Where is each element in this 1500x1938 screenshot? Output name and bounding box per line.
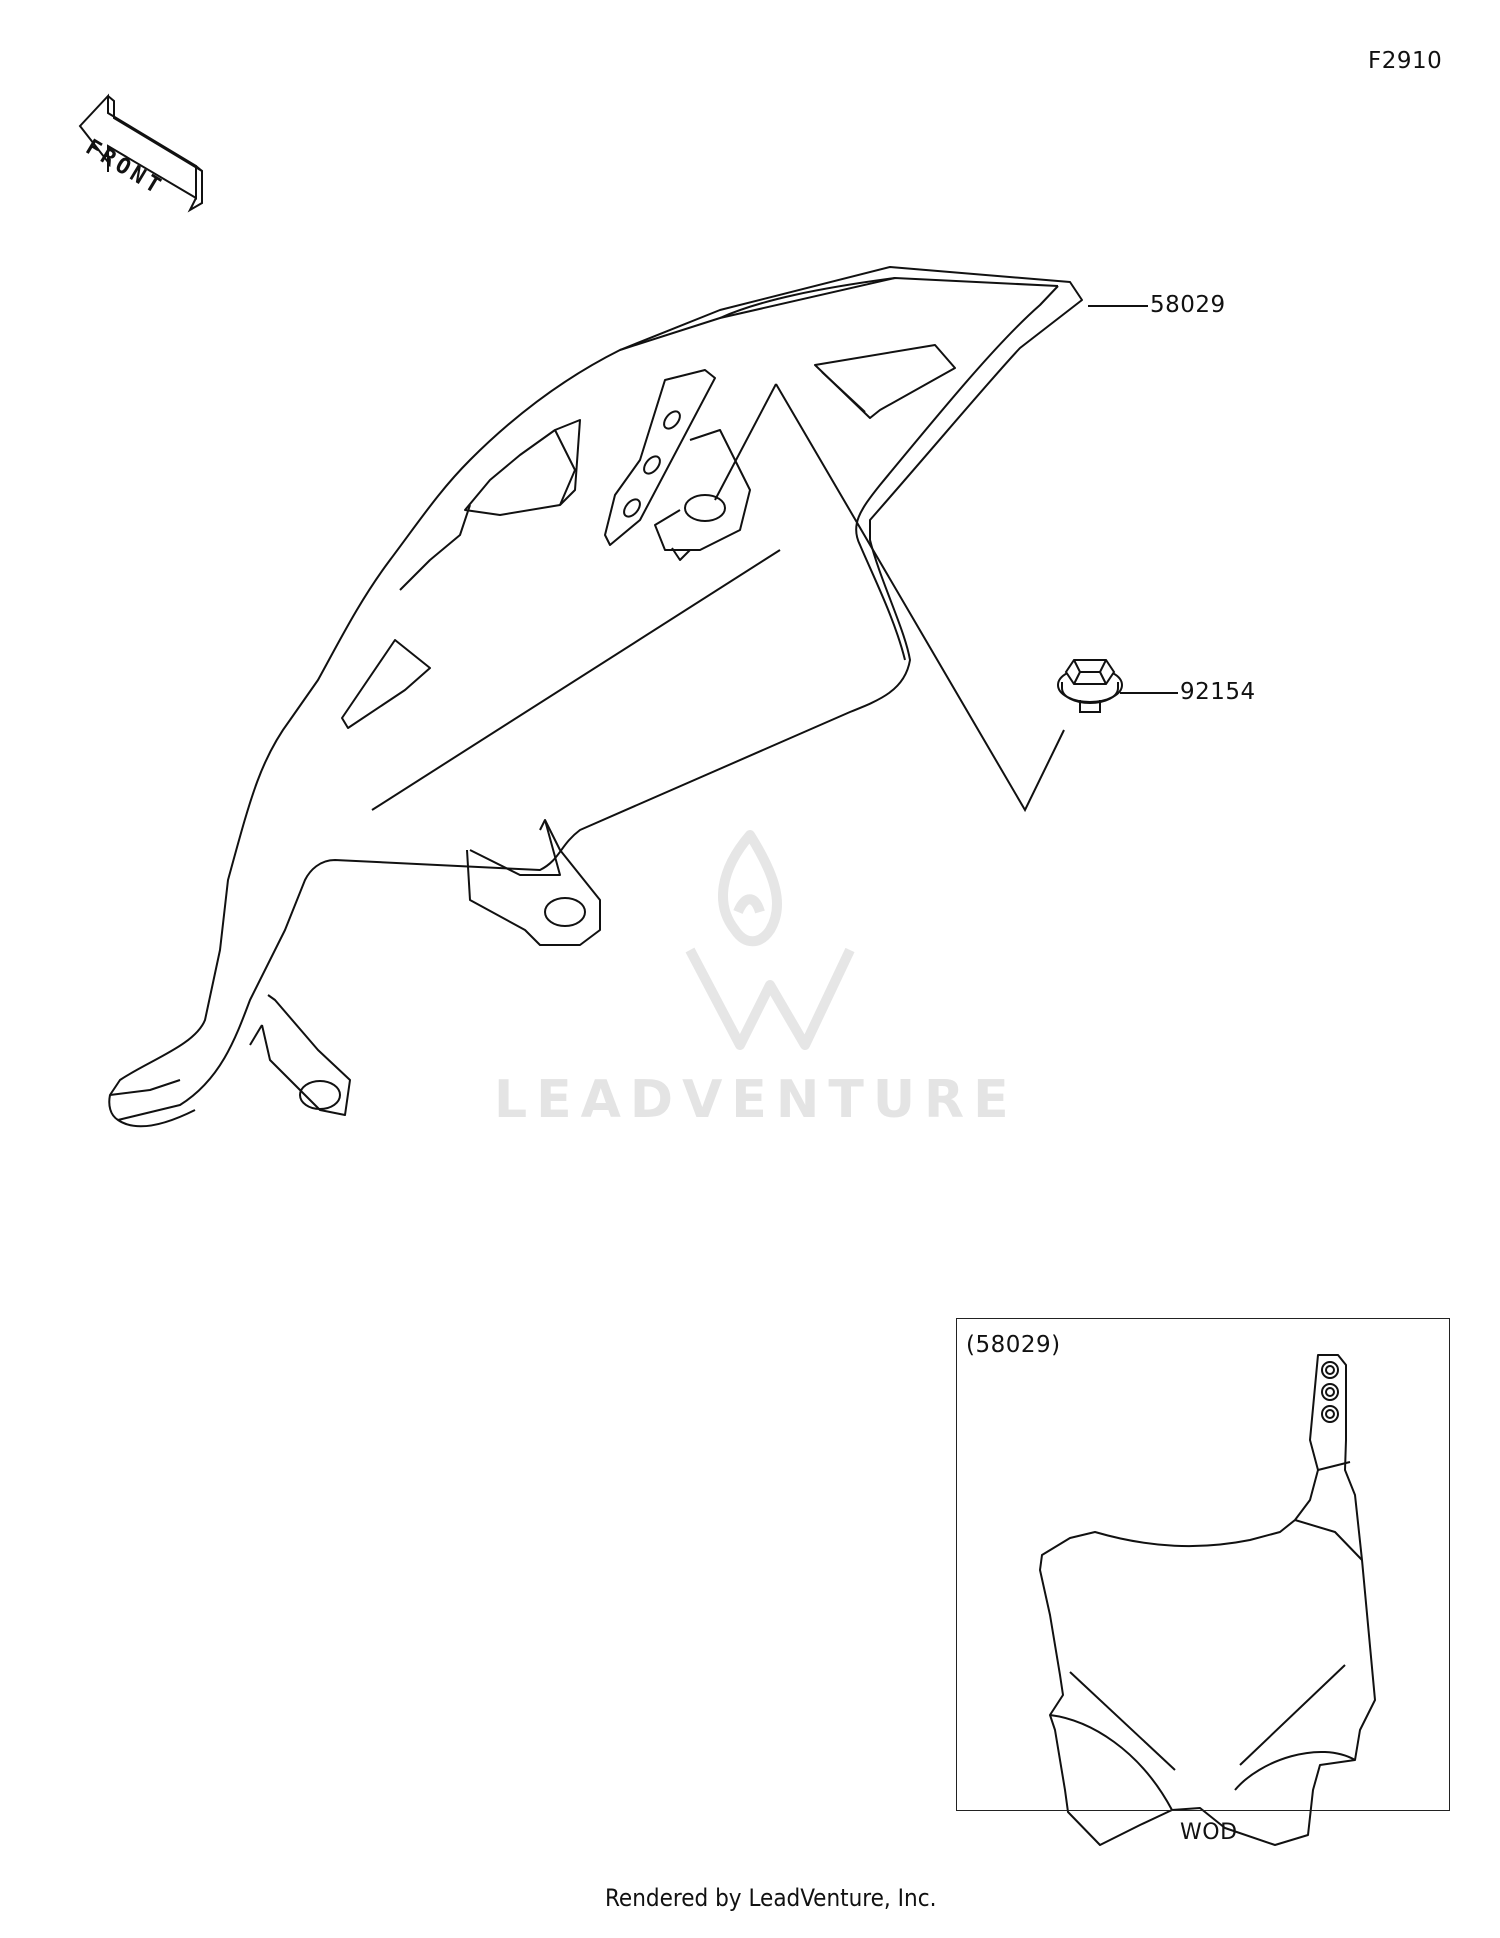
figure-code: F2910 xyxy=(1368,48,1443,74)
inset-box xyxy=(956,1318,1450,1811)
inset-variant: WOD xyxy=(1180,1820,1238,1845)
leader-line-92154 xyxy=(714,383,1065,813)
number-plate-drawing xyxy=(108,266,1083,1128)
callout-92154[interactable]: 92154 xyxy=(1180,679,1256,705)
front-arrow-icon xyxy=(78,93,203,213)
watermark-text: LEADVENTURE xyxy=(494,1070,1018,1130)
footer-credit: Rendered by LeadVenture, Inc. xyxy=(605,1884,937,1912)
watermark-logo xyxy=(685,830,855,1050)
inset-label[interactable]: (58029) xyxy=(966,1332,1061,1358)
flange-bolt-icon xyxy=(1057,659,1123,713)
inset-plate-drawing xyxy=(1039,1354,1376,1846)
callout-58029[interactable]: 58029 xyxy=(1150,292,1226,318)
